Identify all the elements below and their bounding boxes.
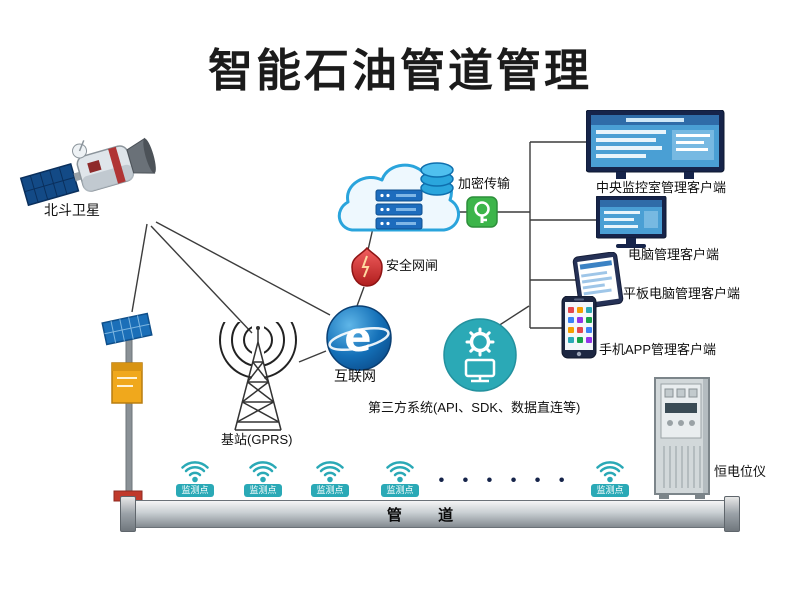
- pipeline-right-cap: [724, 496, 740, 532]
- page-title: 智能石油管道管理: [207, 45, 592, 96]
- wifi-icon: [596, 458, 624, 489]
- wifi-icon: [316, 458, 344, 489]
- security-gateway-label: 安全网闸: [386, 258, 439, 273]
- satellite-icon: [15, 112, 185, 229]
- wifi-icon: [181, 458, 209, 489]
- encryption-label: 加密传输: [458, 176, 511, 191]
- wifi-icon: [386, 458, 414, 489]
- potentiostat-label: 恒电位仪: [714, 464, 767, 479]
- pc-client-label: 电脑管理客户端: [628, 247, 720, 262]
- database-icon: [420, 162, 454, 196]
- monitor-point-badge: 监测点: [591, 484, 629, 497]
- monitor-point-badge: 监测点: [244, 484, 282, 497]
- third-party-system-icon: [443, 318, 517, 397]
- tablet-client-label: 平板电脑管理客户端: [623, 286, 741, 301]
- potentiostat-cabinet-icon: [653, 376, 715, 505]
- internet-label: 互联网: [334, 368, 376, 384]
- phone-icon: [560, 295, 600, 367]
- solar-monitor-station-icon: [100, 308, 162, 508]
- base-station-label: 基站(GPRS): [221, 432, 293, 447]
- security-gateway-icon: [350, 246, 384, 293]
- base-station-tower-icon: [203, 322, 313, 442]
- cloud-server-icon: [330, 150, 466, 251]
- internet-globe-icon: e: [324, 303, 394, 378]
- monitor-points-ellipsis: • • • • • •: [438, 472, 572, 489]
- pipeline: [132, 500, 726, 528]
- central-client-label: 中央监控室管理客户端: [596, 180, 727, 195]
- third-party-label: 第三方系统(API、SDK、数据直连等): [368, 400, 581, 415]
- monitor-point-badge: 监测点: [311, 484, 349, 497]
- pipeline-left-cap: [120, 496, 136, 532]
- encryption-key-icon: [466, 196, 498, 233]
- satellite-label: 北斗卫星: [44, 202, 100, 218]
- pipeline-label: 管 道: [386, 507, 470, 524]
- monitor-point-badge: 监测点: [176, 484, 214, 497]
- pc-monitor-icon: [595, 195, 668, 257]
- phone-client-label: 手机APP管理客户端: [599, 342, 717, 357]
- svg-text:e: e: [344, 315, 371, 361]
- wifi-icon: [249, 458, 277, 489]
- central-monitor-screen-icon: [585, 109, 726, 187]
- tablet-icon: [570, 251, 630, 315]
- monitor-point-badge: 监测点: [381, 484, 419, 497]
